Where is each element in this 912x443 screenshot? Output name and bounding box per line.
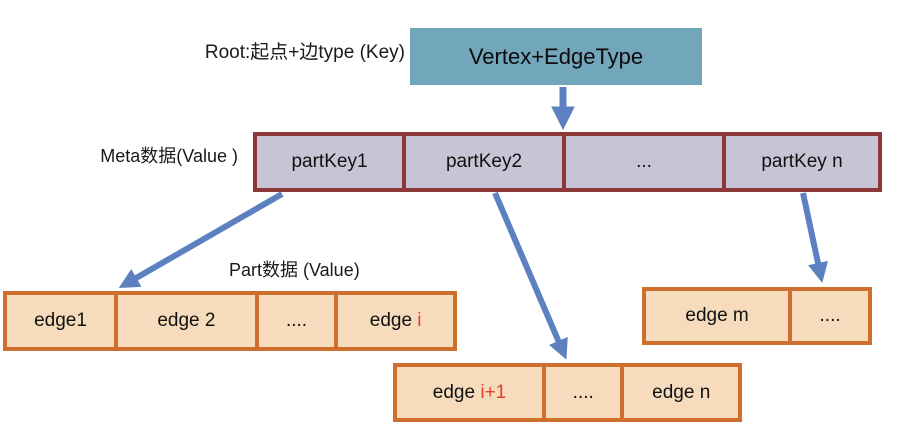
- part-row-edges-i1-to-n: edge i+1 .... edge n: [393, 363, 742, 422]
- cell-label: partKey1: [291, 151, 368, 172]
- cell-label: ...: [636, 151, 652, 172]
- cell-label: partKey n: [761, 151, 843, 172]
- part-value-label: Part数据 (Value): [229, 260, 360, 280]
- part-cell-edge-n: edge n: [620, 367, 738, 418]
- cell-label: edge 2: [157, 310, 216, 331]
- cell-label: edge n: [652, 381, 711, 403]
- meta-cell-partkey2: partKey2: [402, 136, 562, 188]
- cell-label: edge: [369, 310, 418, 331]
- part-cell-edge2: edge 2: [114, 295, 255, 347]
- part-cell-ellipsis: ....: [788, 291, 868, 341]
- part-cell-ellipsis: ....: [254, 295, 335, 347]
- meta-partkey-row: partKey1 partKey2 ... partKey n: [253, 132, 882, 192]
- cell-label-highlight: i: [417, 310, 422, 331]
- cell-label: edge m: [685, 305, 749, 326]
- cell-label: edge1: [34, 310, 87, 331]
- vertex-edgetype-box: Vertex+EdgeType: [410, 28, 702, 85]
- part-cell-edge-i: edge i: [334, 295, 453, 347]
- root-key-label: Root:起点+边type (Key): [204, 42, 405, 63]
- cell-label: edge: [432, 381, 481, 403]
- meta-value-label: Meta数据(Value ): [100, 146, 238, 166]
- arrow-partkey2-to-part2: [492, 191, 568, 360]
- part-cell-edge-m: edge m: [646, 291, 788, 341]
- cell-label: ....: [572, 381, 594, 403]
- part-cell-edge1: edge1: [7, 295, 114, 347]
- meta-cell-partkey1: partKey1: [257, 136, 402, 188]
- part-row-edges-m: edge m ....: [642, 287, 872, 345]
- part-cell-ellipsis: ....: [542, 367, 620, 418]
- cell-label: partKey2: [445, 151, 523, 172]
- part-cell-edge-i-plus-1: edge i+1: [397, 367, 542, 418]
- cell-label-highlight: i+1: [480, 381, 507, 403]
- cell-label: ....: [819, 305, 841, 326]
- vertex-edgetype-label: Vertex+EdgeType: [468, 43, 644, 69]
- meta-cell-ellipsis: ...: [562, 136, 722, 188]
- meta-cell-partkey-n: partKey n: [722, 136, 878, 188]
- part-row-edges-1-to-i: edge1 edge 2 .... edge i: [3, 291, 457, 351]
- cell-label: ....: [285, 310, 308, 331]
- arrow-partkeyn-to-part3: [800, 192, 828, 283]
